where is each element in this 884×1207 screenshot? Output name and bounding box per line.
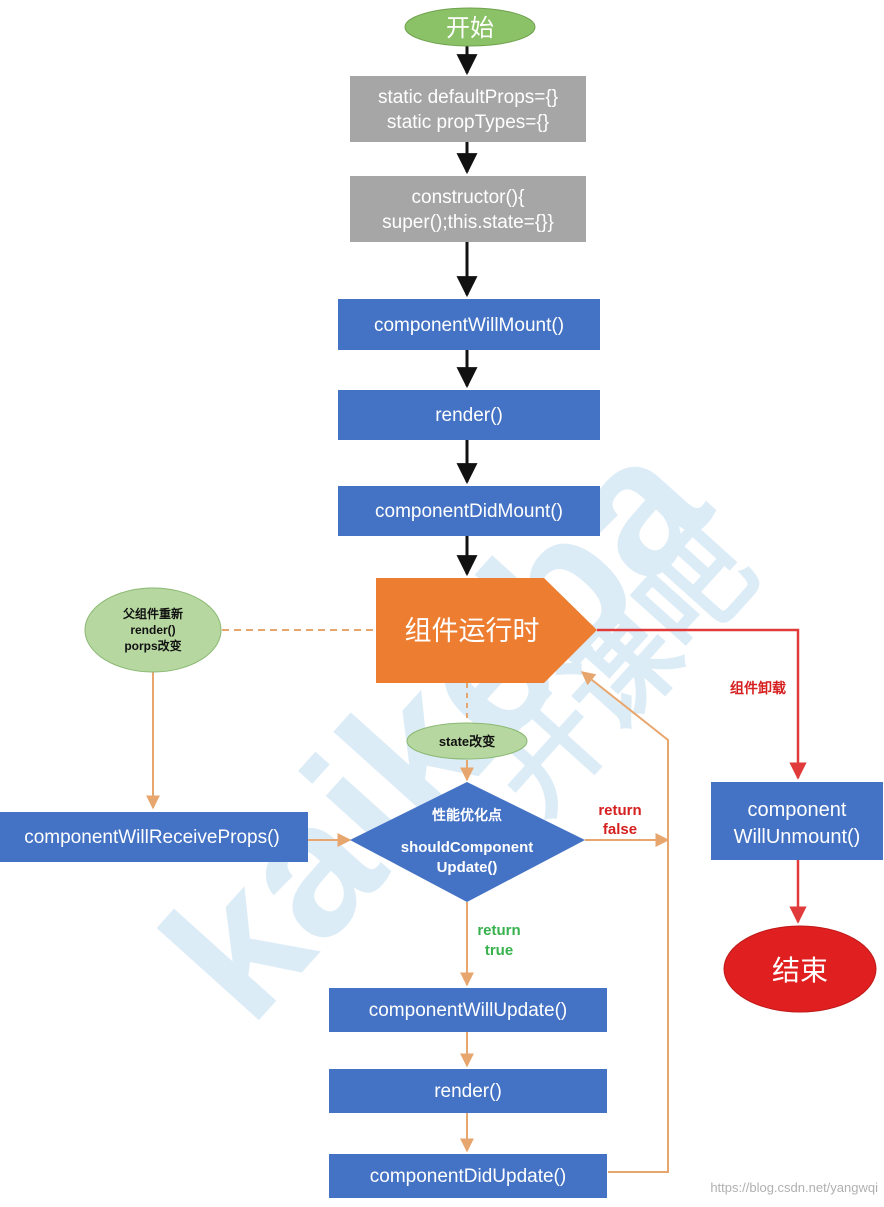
will-receive-props-label: componentWillReceiveProps()	[24, 827, 280, 848]
did-update-label: componentDidUpdate()	[370, 1166, 566, 1187]
render-update-node: render()	[329, 1069, 607, 1113]
default-props-line2: static propTypes={}	[387, 112, 549, 133]
default-props-line1: static defaultProps={}	[378, 87, 558, 108]
should-update-line1: 性能优化点	[432, 807, 502, 823]
return-false-line2: false	[603, 821, 637, 838]
parent-rerender-line1: 父组件重新	[122, 606, 183, 621]
constructor-line2: super();this.state={}}	[382, 212, 554, 233]
return-true-line2: true	[485, 942, 513, 959]
will-unmount-node: component WillUnmount()	[711, 782, 883, 860]
return-false-line1: return	[598, 802, 641, 819]
constructor-line1: constructor(){	[412, 187, 526, 208]
start-label: 开始	[446, 15, 494, 42]
edge-didupdate-back-to-runtime	[580, 671, 669, 1173]
parent-rerender-line3: porps改变	[124, 638, 181, 653]
will-update-label: componentWillUpdate()	[369, 1000, 568, 1021]
state-change-label: state改变	[439, 734, 495, 749]
will-update-node: componentWillUpdate()	[329, 988, 607, 1032]
should-update-line2: shouldComponent	[401, 839, 533, 856]
render-node: render()	[338, 390, 600, 440]
should-update-line3: Update()	[437, 859, 498, 876]
parent-rerender-node: 父组件重新 render() porps改变	[84, 587, 222, 673]
default-props-node: static defaultProps={} static propTypes=…	[350, 76, 586, 142]
parent-rerender-line2: render()	[130, 623, 175, 637]
end-node: 结束	[723, 925, 877, 1013]
will-mount-node: componentWillMount()	[338, 299, 600, 350]
end-label: 结束	[772, 955, 828, 986]
state-change-node: state改变	[406, 722, 528, 760]
will-mount-label: componentWillMount()	[374, 315, 564, 336]
will-unmount-line2: WillUnmount()	[734, 826, 861, 848]
credit-watermark: https://blog.csdn.net/yangwqi	[710, 1180, 878, 1195]
render-label: render()	[435, 405, 503, 426]
did-mount-node: componentDidMount()	[338, 486, 600, 536]
return-true-line1: return	[477, 922, 520, 939]
unmount-flow-edges	[597, 628, 807, 924]
render-update-label: render()	[434, 1081, 502, 1102]
edge-runtime-to-unmount	[597, 628, 807, 780]
runtime-label: 组件运行时	[405, 616, 540, 646]
will-receive-props-node: componentWillReceiveProps()	[0, 812, 308, 862]
start-node: 开始	[404, 7, 536, 47]
constructor-node: constructor(){ super();this.state={}}	[350, 176, 586, 242]
did-update-node: componentDidUpdate()	[329, 1154, 607, 1198]
will-unmount-line1: component	[748, 799, 847, 821]
did-mount-label: componentDidMount()	[375, 501, 563, 522]
runtime-node: 组件运行时	[376, 578, 597, 683]
update-flow-edges	[146, 629, 670, 1173]
should-update-node: 性能优化点 shouldComponent Update()	[350, 782, 585, 902]
unmount-edge-label: 组件卸载	[730, 680, 786, 696]
